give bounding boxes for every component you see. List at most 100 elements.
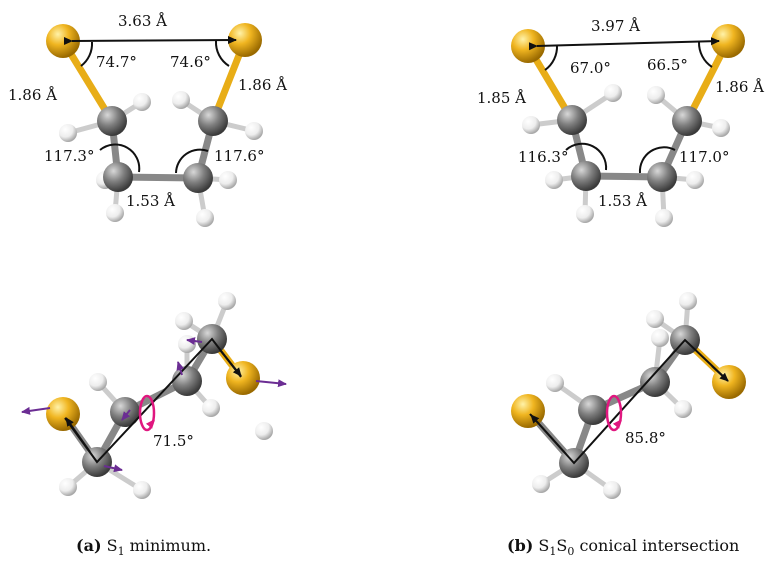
h-atom bbox=[674, 400, 692, 418]
bond-left-label: 1.86 Å bbox=[8, 86, 57, 104]
c-atom bbox=[647, 162, 677, 192]
c-atom bbox=[672, 106, 702, 136]
caption-b-text: S bbox=[538, 536, 549, 555]
angle-arc bbox=[544, 44, 559, 71]
caption-b-text-end: conical intersection bbox=[574, 536, 739, 555]
angle-arc bbox=[565, 142, 608, 171]
panel-a-top-molecule: 3.63 Å 74.7° 74.6° 1.86 Å 1.86 Å 117.3° … bbox=[8, 12, 287, 227]
caption-a-tag: (a) bbox=[76, 536, 102, 555]
h-atom bbox=[255, 422, 273, 440]
ccc-right-label: 117.0° bbox=[679, 148, 729, 166]
s-atom bbox=[511, 394, 545, 428]
displacement-arrow bbox=[176, 361, 185, 376]
angle-arc bbox=[697, 41, 713, 68]
caption-b-tag: (b) bbox=[507, 536, 533, 555]
caption-b-sub1: 1 bbox=[549, 545, 556, 558]
h-atom bbox=[647, 86, 665, 104]
ccc-left-label: 117.3° bbox=[44, 147, 94, 165]
ss-distance-label: 3.63 Å bbox=[118, 12, 167, 30]
c-atom bbox=[557, 105, 587, 135]
dihedral-label: 85.8° bbox=[625, 429, 666, 447]
angle-right-label: 74.6° bbox=[170, 53, 211, 71]
h-atom bbox=[172, 91, 190, 109]
h-atom bbox=[686, 171, 704, 189]
ss-distance-label: 3.97 Å bbox=[591, 17, 640, 35]
s-atom bbox=[46, 24, 80, 58]
c-atom bbox=[198, 106, 228, 136]
c-atom bbox=[110, 397, 140, 427]
h-atom bbox=[106, 204, 124, 222]
h-atom bbox=[133, 481, 151, 499]
ccc-right-label: 117.6° bbox=[214, 147, 264, 165]
ss-distance-arrow bbox=[63, 36, 237, 46]
h-atom bbox=[646, 310, 664, 328]
panel-b-top-molecule: 3.97 Å 67.0° 66.5° 1.85 Å 1.86 Å 116.3° … bbox=[477, 17, 764, 227]
s-atom bbox=[46, 397, 80, 431]
h-atom bbox=[178, 335, 196, 353]
rotation-icon bbox=[605, 394, 623, 432]
h-atom bbox=[679, 292, 697, 310]
h-atom bbox=[245, 122, 263, 140]
h-atom bbox=[522, 116, 540, 134]
angle-left-label: 74.7° bbox=[96, 53, 137, 71]
dihedral-label: 71.5° bbox=[153, 432, 194, 450]
h-atom bbox=[546, 374, 564, 392]
panel-a-side-molecule: 71.5° bbox=[21, 292, 287, 499]
angle-left-label: 67.0° bbox=[570, 59, 611, 77]
h-atom bbox=[175, 312, 193, 330]
cc-bond-label: 1.53 Å bbox=[598, 192, 647, 210]
caption-a-text-after: minimum. bbox=[125, 536, 212, 555]
caption-b-text-after: S bbox=[556, 536, 567, 555]
displacement-arrow bbox=[121, 409, 131, 421]
angle-arc bbox=[80, 41, 94, 67]
displacement-arrow bbox=[186, 337, 203, 346]
rotation-icon bbox=[138, 394, 156, 432]
cc-bond-label: 1.53 Å bbox=[126, 192, 175, 210]
displacement-arrow bbox=[21, 406, 51, 415]
h-atom bbox=[532, 475, 550, 493]
h-atom bbox=[651, 329, 669, 347]
c-atom bbox=[571, 161, 601, 191]
angle-arc bbox=[99, 143, 141, 173]
panel-b-side-molecule: 85.8° bbox=[511, 292, 746, 499]
h-atom bbox=[655, 209, 673, 227]
c-atom bbox=[183, 163, 213, 193]
c-atom bbox=[172, 366, 202, 396]
bond-left-label: 1.85 Å bbox=[477, 89, 526, 107]
h-atom bbox=[202, 399, 220, 417]
caption-b: (b) S1S0 conical intersection bbox=[507, 536, 739, 558]
h-atom bbox=[576, 205, 594, 223]
caption-b-sub2: 0 bbox=[567, 545, 574, 558]
h-atom bbox=[196, 209, 214, 227]
h-atom bbox=[89, 373, 107, 391]
angle-arc bbox=[638, 146, 676, 174]
angle-right-label: 66.5° bbox=[647, 56, 688, 74]
h-atom bbox=[712, 119, 730, 137]
bond-right-label: 1.86 Å bbox=[238, 76, 287, 94]
h-atom bbox=[603, 481, 621, 499]
h-atom bbox=[218, 292, 236, 310]
caption-a-text: S bbox=[107, 536, 118, 555]
h-atom bbox=[59, 124, 77, 142]
h-atom bbox=[545, 171, 563, 189]
caption-a-sub: 1 bbox=[118, 545, 125, 558]
displacement-arrow bbox=[255, 379, 287, 388]
ccc-left-label: 116.3° bbox=[518, 148, 568, 166]
h-atom bbox=[59, 478, 77, 496]
ss-distance-arrow bbox=[528, 37, 720, 51]
s-atom bbox=[226, 361, 260, 395]
c-atom bbox=[103, 162, 133, 192]
displacement-arrow bbox=[103, 464, 123, 473]
s-atom bbox=[228, 23, 262, 57]
c-atom bbox=[640, 367, 670, 397]
h-atom bbox=[604, 84, 622, 102]
angle-arc bbox=[214, 40, 230, 67]
c-atom bbox=[97, 106, 127, 136]
c-atom bbox=[578, 395, 608, 425]
h-atom bbox=[133, 93, 151, 111]
caption-a: (a) S1 minimum. bbox=[76, 536, 211, 558]
bond-right-label: 1.86 Å bbox=[715, 78, 764, 96]
angle-arc bbox=[175, 148, 209, 174]
h-atom bbox=[219, 171, 237, 189]
